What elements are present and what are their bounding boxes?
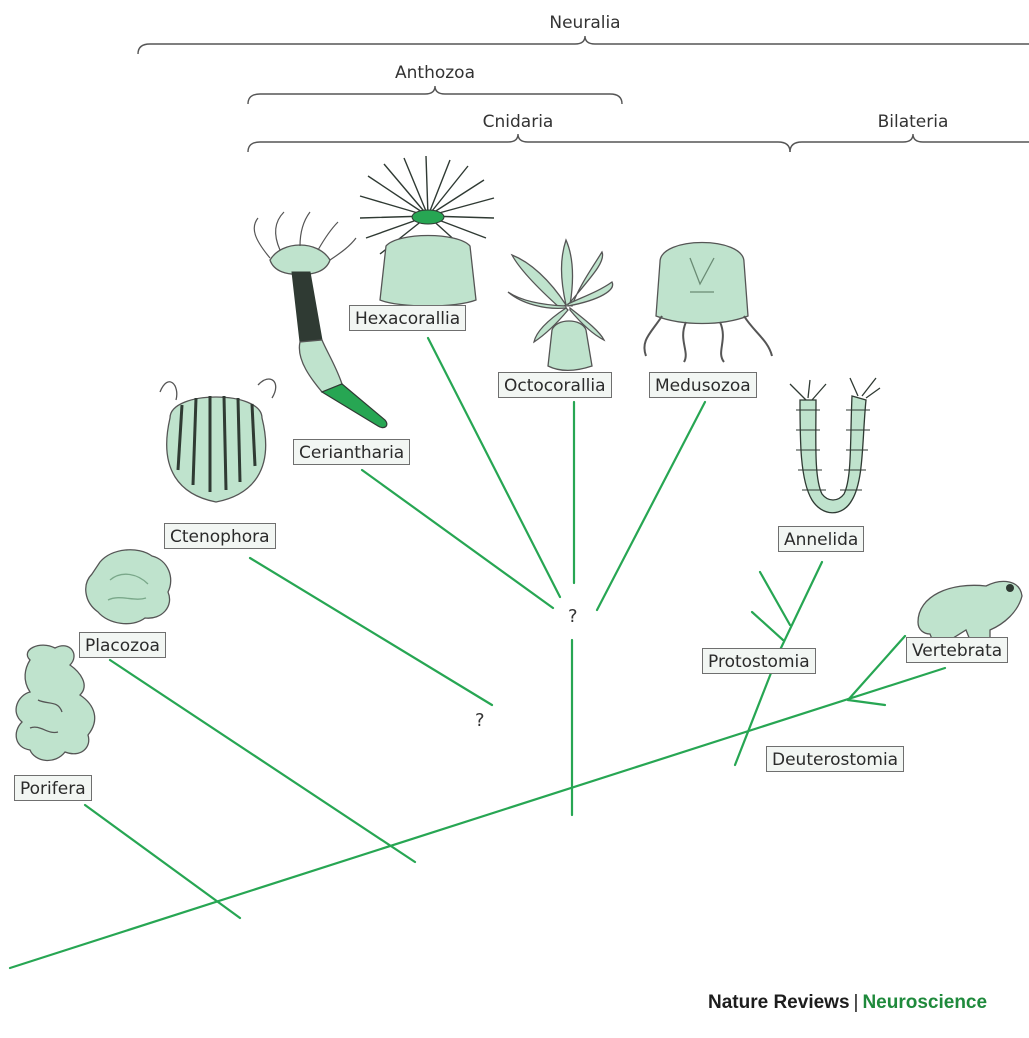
taxon-label-deuterostomia: Deuterostomia [766, 746, 904, 772]
branch-deutero-side [848, 700, 885, 705]
taxon-label-ceriantharia: Ceriantharia [293, 439, 410, 465]
bracket-anthozoa [248, 86, 622, 104]
credit-journal: Neuroscience [862, 992, 987, 1013]
taxon-label-porifera: Porifera [14, 775, 92, 801]
uncertain-node-cnidaria: ? [568, 606, 578, 627]
clade-label-anthozoa: Anthozoa [395, 63, 475, 83]
ctenophora-illustration [160, 379, 276, 502]
journal-credit: Nature Reviews|Neuroscience [708, 992, 987, 1014]
clade-label-cnidaria: Cnidaria [483, 112, 554, 132]
bracket-bilateria [790, 134, 1029, 152]
credit-publisher: Nature Reviews [708, 992, 850, 1013]
branch-proto-side2 [752, 612, 783, 640]
taxon-label-placozoa: Placozoa [79, 632, 166, 658]
octocorallia-illustration [508, 240, 613, 371]
uncertain-node-ctenophora: ? [475, 710, 485, 731]
taxon-label-octocorallia: Octocorallia [498, 372, 612, 398]
taxon-label-hexacorallia: Hexacorallia [349, 305, 466, 331]
annelida-illustration [790, 378, 880, 513]
credit-separator: | [854, 992, 859, 1013]
taxon-label-ctenophora: Ctenophora [164, 523, 276, 549]
hexacorallia-illustration [360, 156, 494, 306]
branch-proto-side1 [760, 572, 790, 625]
clade-label-neuralia: Neuralia [549, 13, 620, 33]
placozoa-illustration [86, 550, 171, 624]
bracket-neuralia [138, 36, 1029, 54]
porifera-illustration [16, 645, 95, 760]
branch-annelida [780, 562, 822, 650]
clade-brackets [138, 36, 1029, 152]
branch-ctenophora [250, 558, 492, 705]
branch-medusozoa [597, 402, 705, 610]
branch-porifera [85, 805, 240, 918]
taxon-label-medusozoa: Medusozoa [649, 372, 757, 398]
taxon-label-vertebrata: Vertebrata [906, 637, 1008, 663]
branch-placozoa [110, 660, 415, 862]
clade-label-bilateria: Bilateria [878, 112, 949, 132]
bracket-cnidaria [248, 134, 790, 152]
taxon-label-annelida: Annelida [778, 526, 864, 552]
branch-ceriantharia [362, 470, 553, 608]
taxon-label-protostomia: Protostomia [702, 648, 816, 674]
medusozoa-illustration [644, 243, 772, 363]
